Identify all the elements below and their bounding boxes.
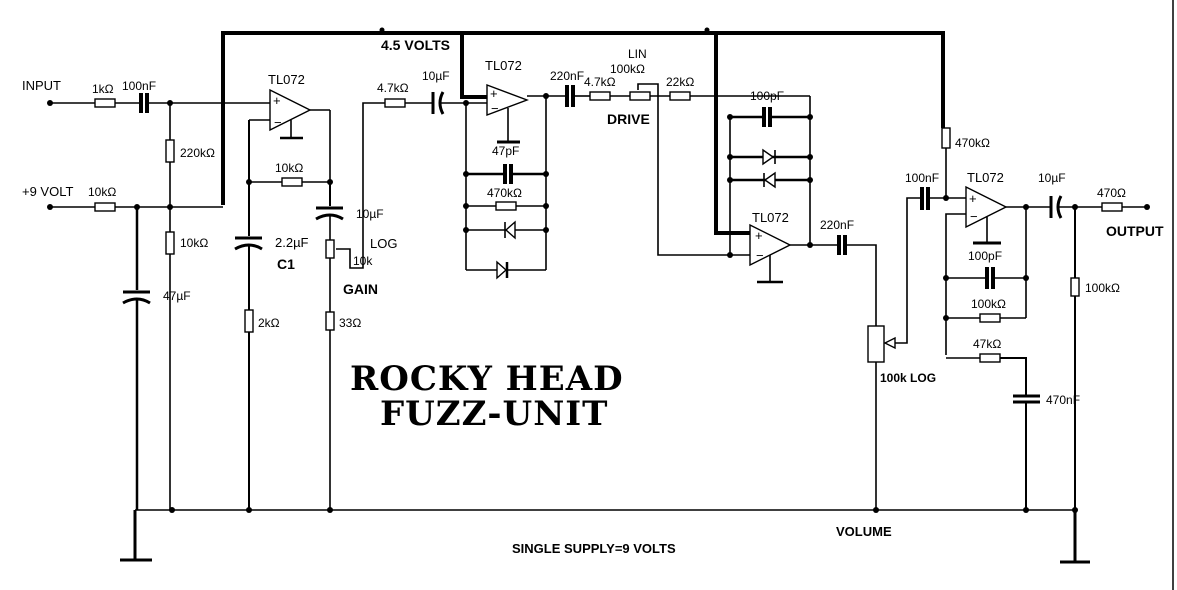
input-stage <box>47 93 270 510</box>
r-470k-a-label: 470kΩ <box>487 186 522 200</box>
r-2k-label: 2kΩ <box>258 316 280 330</box>
gain-pot <box>325 239 335 259</box>
supply-label: SINGLE SUPPLY=9 VOLTS <box>512 541 676 556</box>
bias-bus <box>221 27 945 235</box>
resistor-4k7-a <box>384 98 406 108</box>
resistor-10k-fb <box>281 177 303 187</box>
r-100k-fb-label: 100kΩ <box>971 297 1006 311</box>
output-label: OUTPUT <box>1106 223 1164 239</box>
svg-text:−: − <box>756 248 764 263</box>
bias-label: 4.5 VOLTS <box>381 37 450 53</box>
r-4k7-a-label: 4.7kΩ <box>377 81 409 95</box>
ground-bus <box>120 507 1090 564</box>
svg-text:−: − <box>274 115 282 130</box>
input-label: INPUT <box>22 78 61 93</box>
plus9-label: +9 VOLT <box>22 184 73 199</box>
resistor-470k-a <box>495 201 517 211</box>
r-470-label: 470Ω <box>1097 186 1126 200</box>
c-100p-a-label: 100pF <box>750 89 784 103</box>
pot-drive-label: 100kΩ <box>610 62 645 76</box>
drive-pot <box>629 91 651 101</box>
c-10u-gain-label: 10µF <box>356 207 384 221</box>
c1-label: C1 <box>277 256 295 272</box>
svg-text:−: − <box>491 101 499 116</box>
opamp-3: + − <box>749 197 920 510</box>
resistor-r-in <box>94 98 116 108</box>
resistor-33 <box>325 311 335 331</box>
c-100n-b-label: 100nF <box>905 171 939 185</box>
resistor-100k-fb <box>979 313 1001 323</box>
opamp-4-label: TL072 <box>967 170 1004 185</box>
resistor-10k-div <box>165 231 175 255</box>
svg-text:+: + <box>273 93 281 108</box>
gain-pot-label: 10k <box>353 254 373 268</box>
r-4k7-b-label: 4.7kΩ <box>584 75 616 89</box>
opamp-1: + − <box>234 88 385 510</box>
resistor-470 <box>1101 202 1123 212</box>
opamp-3-label: TL072 <box>752 210 789 225</box>
lin-label: LIN <box>628 47 647 61</box>
c-10u-out-label: 10µF <box>1038 171 1066 185</box>
c1-value-label: 2.2µF <box>275 235 309 250</box>
svg-text:+: + <box>755 228 763 243</box>
r-bias-label: 220kΩ <box>180 146 215 160</box>
title-line-2: FUZZ-UNIT <box>380 394 608 434</box>
c-10u-b-label: 10µF <box>422 69 450 83</box>
svg-text:−: − <box>970 209 978 224</box>
c-220n-a-label: 220nF <box>550 69 584 83</box>
opamp-2-stage: + − <box>384 83 566 280</box>
resistor-2k <box>244 309 254 333</box>
c-in-label: 100nF <box>122 79 156 93</box>
resistor-220k <box>165 139 175 163</box>
resistor-470k-b <box>941 127 951 149</box>
r-9v-label: 10kΩ <box>88 185 116 199</box>
title-line-1: ROCKY HEAD <box>350 359 624 399</box>
r-in-label: 1kΩ <box>92 82 114 96</box>
r-22k-label: 22kΩ <box>666 75 694 89</box>
c-100p-b-label: 100pF <box>968 249 1002 263</box>
opamp-1-label: TL072 <box>268 72 305 87</box>
drive-stage <box>565 83 813 258</box>
svg-text:+: + <box>969 191 977 206</box>
r-div-label: 10kΩ <box>180 236 208 250</box>
svg-text:+: + <box>490 86 498 101</box>
resistor-4k7-b <box>589 91 611 101</box>
r-47k-label: 47kΩ <box>973 337 1001 351</box>
c-47p-label: 47pF <box>492 144 519 158</box>
opamp-2-label: TL072 <box>485 58 522 73</box>
c-470n-label: 470nF <box>1046 393 1080 407</box>
gain-label: GAIN <box>343 281 378 297</box>
resistor-22k <box>669 91 691 101</box>
r-470k-b-label: 470kΩ <box>955 136 990 150</box>
log-label: LOG <box>370 236 397 251</box>
resistor-47k <box>979 353 1001 363</box>
opamp-4-stage: + − <box>920 127 1150 510</box>
volume-label: VOLUME <box>836 524 892 539</box>
r-100k-out-label: 100kΩ <box>1085 281 1120 295</box>
r-fb1-label: 10kΩ <box>275 161 303 175</box>
c-47-label: 47µF <box>163 289 191 303</box>
vol-pot-label: 100k LOG <box>880 371 936 385</box>
r-33-label: 33Ω <box>339 316 361 330</box>
drive-label: DRIVE <box>607 111 650 127</box>
volume-pot <box>867 325 885 363</box>
resistor-10k-9v <box>94 202 116 212</box>
resistor-100k-out <box>1070 277 1080 297</box>
c-220n-b-label: 220nF <box>820 218 854 232</box>
